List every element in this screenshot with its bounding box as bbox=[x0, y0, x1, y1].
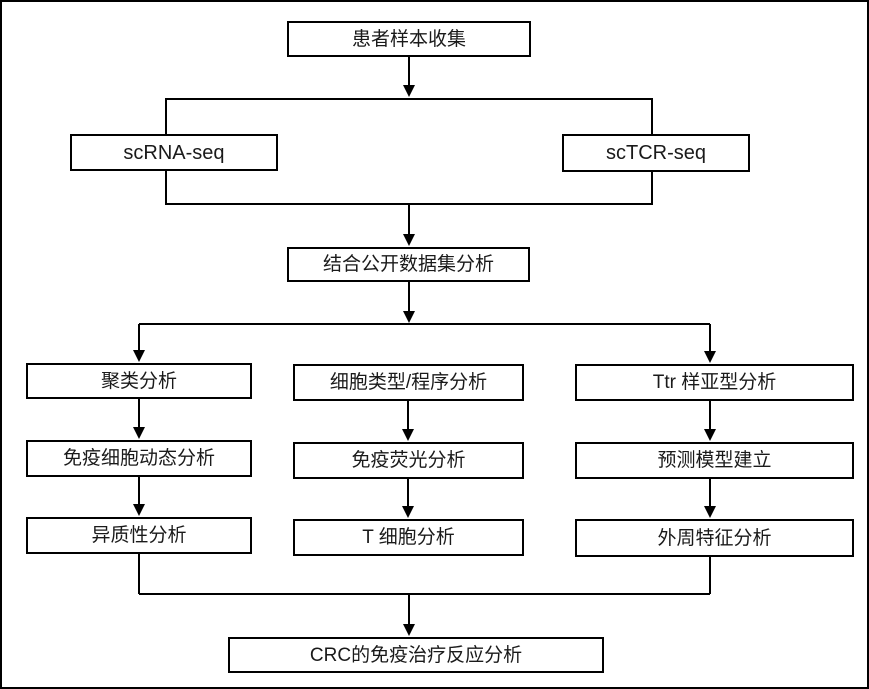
node-ttr-like-subtype-analysis: Ttr 样亚型分析 bbox=[575, 364, 854, 401]
node-peripheral-features-analysis: 外周特征分析 bbox=[575, 519, 854, 557]
node-prediction-model-building: 预测模型建立 bbox=[575, 442, 854, 479]
node-cell-type-program-analysis: 细胞类型/程序分析 bbox=[293, 364, 524, 401]
node-heterogeneity-analysis: 异质性分析 bbox=[26, 517, 252, 554]
node-crc-immunotherapy-response-analysis: CRC的免疫治疗反应分析 bbox=[228, 637, 604, 673]
node-sctcr-seq: scTCR-seq bbox=[562, 134, 750, 172]
node-clustering-analysis: 聚类分析 bbox=[26, 363, 252, 399]
node-immunofluorescence-analysis: 免疫荧光分析 bbox=[293, 442, 524, 479]
node-patient-sample-collection: 患者样本收集 bbox=[287, 21, 531, 57]
node-immune-cell-dynamics-analysis: 免疫细胞动态分析 bbox=[26, 440, 252, 477]
node-scrna-seq: scRNA-seq bbox=[70, 134, 278, 171]
node-t-cell-analysis: T 细胞分析 bbox=[293, 519, 524, 556]
node-combined-public-dataset-analysis: 结合公开数据集分析 bbox=[287, 247, 530, 282]
